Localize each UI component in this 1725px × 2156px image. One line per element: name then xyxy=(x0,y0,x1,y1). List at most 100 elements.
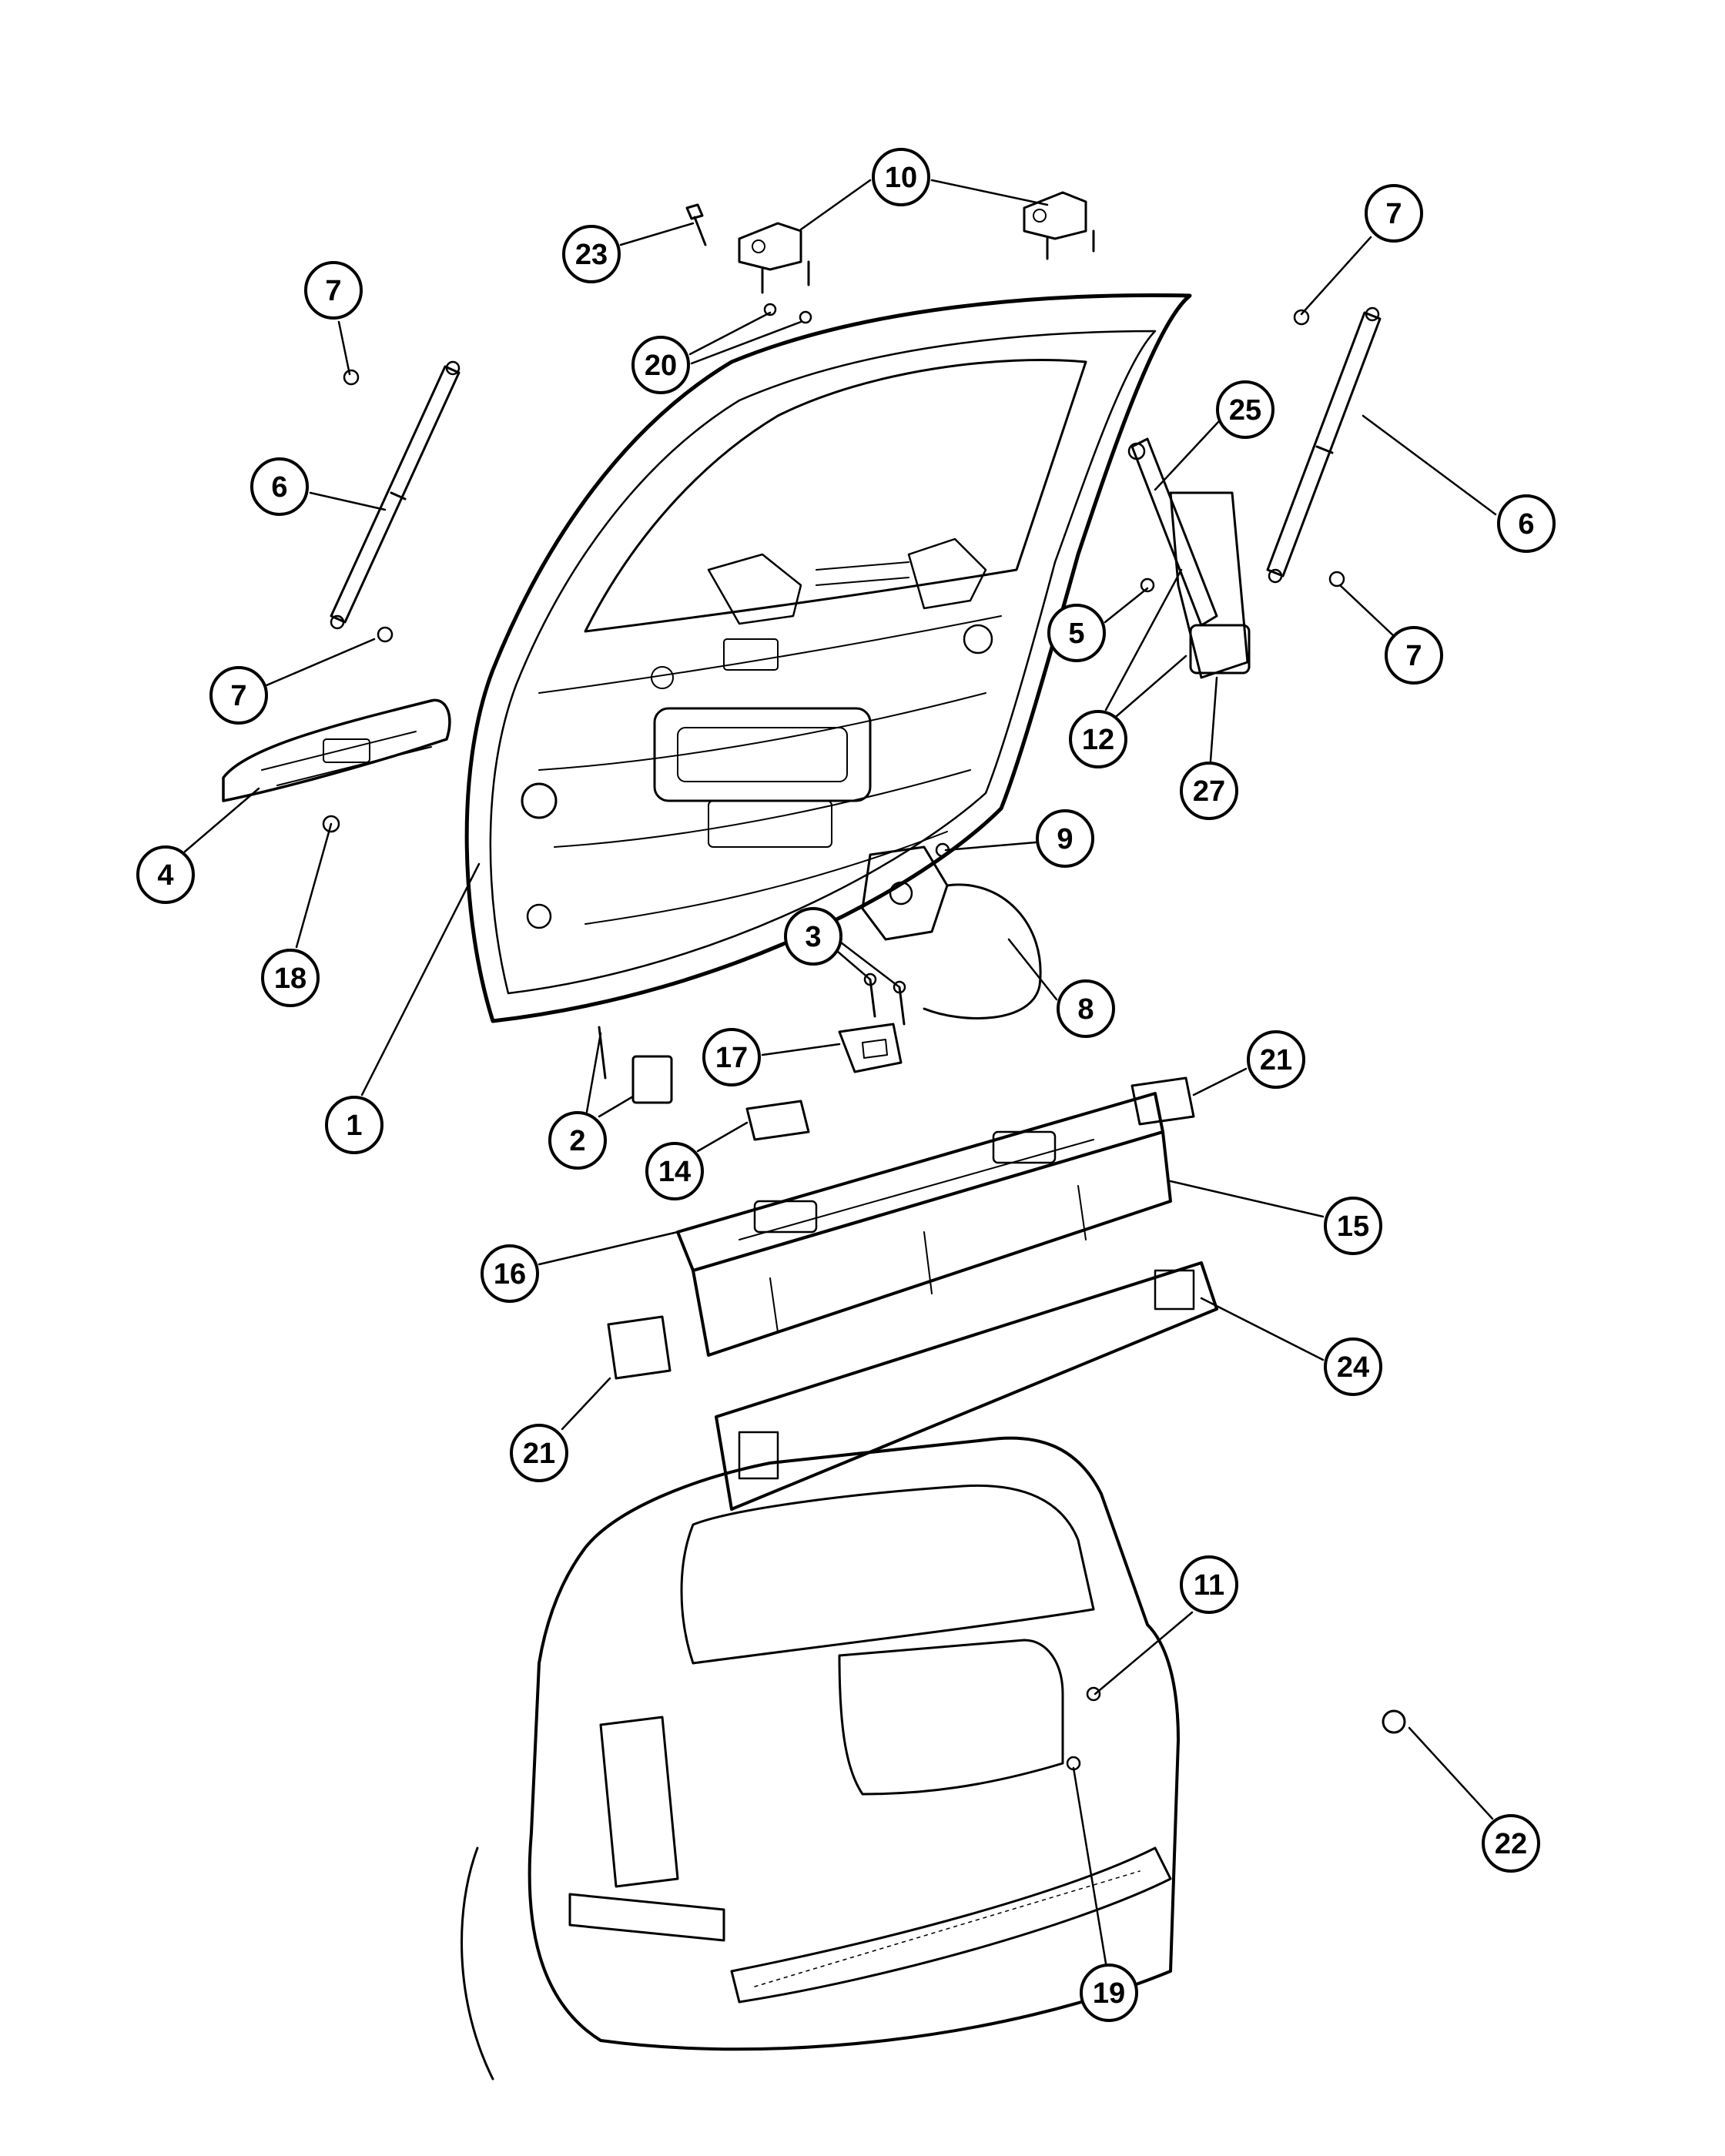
leader-line xyxy=(1007,938,1058,1001)
callout-number: 9 xyxy=(1057,823,1073,855)
callout-number: 20 xyxy=(645,350,677,382)
callout-number: 4 xyxy=(157,859,173,892)
callout-7: 7 xyxy=(1365,184,1423,243)
callout-number: 6 xyxy=(1518,508,1534,541)
callout-7: 7 xyxy=(1385,626,1443,685)
callout-circle xyxy=(1036,809,1094,868)
callout-21: 21 xyxy=(510,1424,568,1482)
leader-line xyxy=(836,950,872,981)
callout-circle xyxy=(562,225,621,283)
callout-circle xyxy=(325,1096,384,1154)
leader-line xyxy=(944,841,1037,852)
leader-line xyxy=(761,1043,841,1056)
callout-27: 27 xyxy=(1180,762,1238,820)
callout-circle xyxy=(1385,626,1443,685)
leader-line xyxy=(1408,1726,1494,1820)
callout-number: 24 xyxy=(1337,1351,1369,1384)
callout-9: 9 xyxy=(1036,809,1094,868)
leader-line xyxy=(183,787,260,853)
callout-number: 12 xyxy=(1082,724,1114,756)
callout-circle xyxy=(1247,1030,1305,1089)
ball-studs-7 xyxy=(343,309,1345,643)
callout-circle xyxy=(1180,1555,1238,1614)
leader-line xyxy=(1200,1297,1325,1361)
leader-line xyxy=(696,1121,749,1153)
callout-4: 4 xyxy=(136,845,195,904)
callout-circle xyxy=(1057,979,1115,1038)
callout-number: 7 xyxy=(1385,198,1402,230)
leader-line xyxy=(309,491,387,511)
hinge-left xyxy=(738,222,810,294)
leader-line xyxy=(1169,1180,1325,1218)
callout-number: 16 xyxy=(494,1258,526,1291)
leader-line xyxy=(265,638,376,687)
leader-line xyxy=(1104,568,1183,711)
leader-line xyxy=(799,179,872,231)
leader-line xyxy=(1192,1067,1248,1096)
callout-number: 15 xyxy=(1337,1210,1369,1243)
callout-8: 8 xyxy=(1057,979,1115,1038)
callout-circle xyxy=(784,907,842,966)
leader-lines xyxy=(183,179,1497,1965)
callout-number: 18 xyxy=(274,962,306,995)
leader-line xyxy=(619,222,695,246)
callout-circle xyxy=(250,457,309,516)
leader-line xyxy=(1104,587,1149,624)
leader-line xyxy=(1209,676,1218,762)
gas-prop-right xyxy=(1266,306,1382,584)
bumper-2 xyxy=(598,1026,673,1104)
callout-number: 25 xyxy=(1229,394,1261,427)
callout-circle xyxy=(1047,604,1106,662)
callout-circle xyxy=(548,1111,607,1170)
callout-number: 23 xyxy=(575,239,608,271)
leader-line xyxy=(1154,420,1220,491)
callout-21: 21 xyxy=(1247,1030,1305,1089)
callout-15: 15 xyxy=(1324,1197,1382,1255)
leader-line xyxy=(930,179,1049,206)
leader-line xyxy=(1338,584,1395,638)
callout-number: 6 xyxy=(271,471,287,504)
callout-25: 25 xyxy=(1216,380,1274,439)
hinge-right xyxy=(1023,191,1095,260)
leader-line xyxy=(1094,1611,1194,1696)
callout-23: 23 xyxy=(562,225,621,283)
callout-circle xyxy=(510,1424,568,1482)
callout-number: 1 xyxy=(346,1110,362,1142)
callout-6: 6 xyxy=(250,457,309,516)
callout-17: 17 xyxy=(702,1028,761,1086)
gas-prop-left xyxy=(330,360,461,630)
callout-circle xyxy=(1324,1337,1382,1396)
callout-circle xyxy=(481,1244,539,1303)
leader-line xyxy=(360,862,481,1096)
callout-18: 18 xyxy=(261,949,320,1007)
callout-circle xyxy=(1069,710,1127,768)
bracket-14 xyxy=(745,1100,810,1141)
lower-reinforcement-24 xyxy=(715,1261,1218,1511)
callout-6: 6 xyxy=(1497,494,1556,553)
callout-24: 24 xyxy=(1324,1337,1382,1396)
nuts-20 xyxy=(763,303,812,324)
callout-3: 3 xyxy=(784,907,842,966)
callout-number: 14 xyxy=(658,1156,691,1188)
callout-1: 1 xyxy=(325,1096,384,1154)
liftgate-panel xyxy=(464,293,1192,1023)
leader-line xyxy=(337,320,351,376)
callout-14: 14 xyxy=(645,1142,704,1200)
power-actuator xyxy=(1127,437,1251,679)
callout-number: 17 xyxy=(715,1042,748,1074)
leader-line xyxy=(688,311,772,356)
leader-line xyxy=(1115,654,1187,718)
leader-line xyxy=(1300,236,1372,316)
callout-16: 16 xyxy=(481,1244,539,1303)
leader-line xyxy=(295,822,333,949)
callout-number: 7 xyxy=(325,275,341,307)
callout-number: 8 xyxy=(1077,993,1094,1026)
callout-circle xyxy=(136,845,195,904)
callout-circle xyxy=(1324,1197,1382,1255)
callout-circle xyxy=(1080,1964,1138,2022)
latch-assembly xyxy=(861,842,1042,1019)
callout-circle xyxy=(261,949,320,1007)
